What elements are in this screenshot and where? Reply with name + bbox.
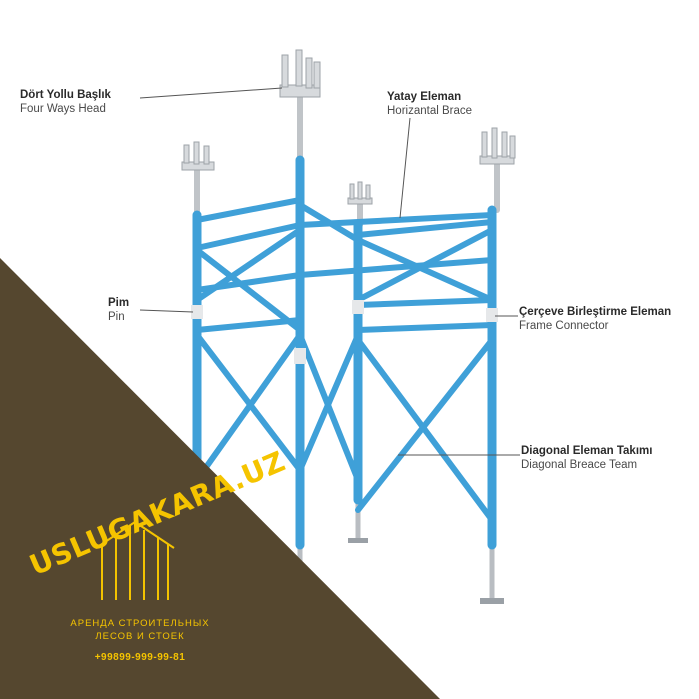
brand-banner bbox=[0, 258, 440, 699]
brand-tagline-line1: АРЕНДА СТРОИТЕЛЬНЫХ bbox=[70, 618, 210, 629]
label-pin-tr: Pim bbox=[108, 297, 130, 309]
frame-connectors bbox=[191, 300, 498, 364]
four-ways-heads bbox=[181, 49, 516, 205]
label-horizontal-brace-en: Horizantal Brace bbox=[387, 105, 473, 117]
brand-tagline-line2: ЛЕСОВ И СТОЕК bbox=[95, 631, 185, 642]
label-four-ways-head-en: Four Ways Head bbox=[20, 103, 106, 115]
label-four-ways-head-tr: Dört Yollu Başlık bbox=[20, 89, 111, 101]
label-diagonal-team: Diagonal Eleman Takımı Diagonal Breace T… bbox=[521, 444, 652, 472]
label-horizontal-brace-tr: Yatay Eleman bbox=[387, 91, 462, 103]
label-four-ways-head: Dört Yollu Başlık Four Ways Head bbox=[20, 88, 111, 116]
label-horizontal-brace: Yatay Eleman Horizantal Brace bbox=[387, 90, 472, 118]
label-frame-connector-en: Frame Connector bbox=[519, 320, 609, 332]
brand-phone: +99899-999-99-81 bbox=[94, 652, 186, 663]
scaffold-structure bbox=[181, 49, 516, 643]
label-diagonal-team-tr: Diagonal Eleman Takımı bbox=[521, 445, 653, 457]
top-stems bbox=[194, 92, 500, 228]
label-frame-connector-tr: Çerçeve Birleştirme Eleman bbox=[519, 306, 672, 318]
label-pin-en: Pin bbox=[108, 311, 125, 323]
horizontal-braces bbox=[194, 197, 495, 333]
brand-tagline: АРЕНДА СТРОИТЕЛЬНЫХ ЛЕСОВ И СТОЕК bbox=[40, 617, 240, 643]
label-pin: Pim Pin bbox=[108, 296, 129, 324]
label-frame-connector: Çerçeve Birleştirme Eleman Frame Connect… bbox=[519, 305, 699, 333]
leader-lines bbox=[139, 87, 520, 456]
house-logo-icon bbox=[95, 520, 175, 600]
diagonal-braces bbox=[194, 202, 495, 523]
label-diagonal-team-en: Diagonal Breace Team bbox=[521, 459, 638, 471]
